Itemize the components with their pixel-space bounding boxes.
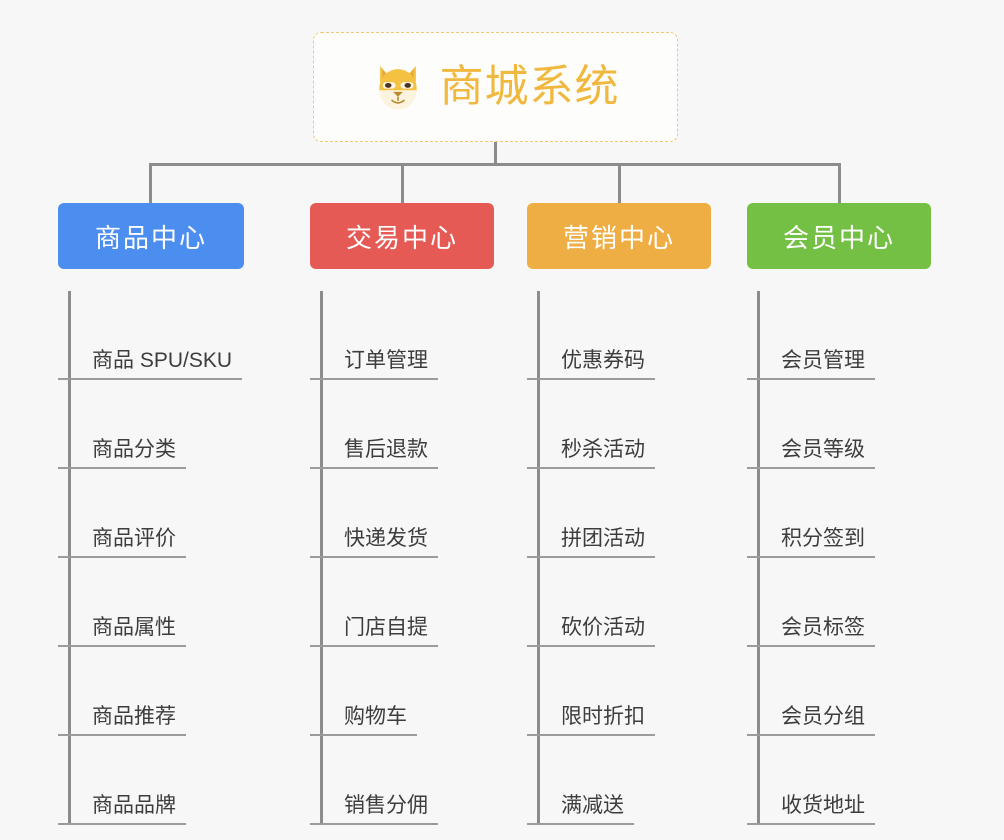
- list-item[interactable]: 购物车: [310, 647, 494, 736]
- list-item[interactable]: 订单管理: [310, 291, 494, 380]
- connector-bus: [149, 163, 841, 166]
- category-header-2[interactable]: 交易中心: [310, 203, 494, 269]
- list-item[interactable]: 门店自提: [310, 558, 494, 647]
- list-item-label: 商品评价: [58, 527, 186, 558]
- shiba-dog-icon: [372, 61, 424, 113]
- list-item-label: 秒杀活动: [527, 438, 655, 469]
- list-item[interactable]: 会员分组: [747, 647, 931, 736]
- column-spine-1: [68, 291, 71, 825]
- list-item-label: 商品推荐: [58, 705, 186, 736]
- list-item[interactable]: 商品评价: [58, 469, 244, 558]
- list-item-label: 收货地址: [747, 794, 875, 825]
- list-item[interactable]: 砍价活动: [527, 558, 711, 647]
- connector-drop-4: [838, 163, 841, 205]
- list-item-label: 商品品牌: [58, 794, 186, 825]
- list-item-label: 商品属性: [58, 616, 186, 647]
- category-header-1[interactable]: 商品中心: [58, 203, 244, 269]
- list-item[interactable]: 拼团活动: [527, 469, 711, 558]
- list-item-label: 优惠券码: [527, 349, 655, 380]
- connector-root-stem: [494, 142, 497, 166]
- list-item[interactable]: 满减送: [527, 736, 711, 825]
- list-item-label: 订单管理: [310, 349, 438, 380]
- list-item-label: 砍价活动: [527, 616, 655, 647]
- list-item[interactable]: 商品 SPU/SKU: [58, 291, 244, 380]
- category-header-3[interactable]: 营销中心: [527, 203, 711, 269]
- list-item[interactable]: 商品品牌: [58, 736, 244, 825]
- list-item[interactable]: 限时折扣: [527, 647, 711, 736]
- list-item-label: 会员等级: [747, 438, 875, 469]
- root-node[interactable]: 商城系统: [313, 32, 678, 142]
- list-item[interactable]: 会员等级: [747, 380, 931, 469]
- list-item-label: 门店自提: [310, 616, 438, 647]
- list-item[interactable]: 会员管理: [747, 291, 931, 380]
- column-spine-4: [757, 291, 760, 825]
- list-item[interactable]: 商品分类: [58, 380, 244, 469]
- list-item[interactable]: 秒杀活动: [527, 380, 711, 469]
- list-item[interactable]: 快递发货: [310, 469, 494, 558]
- list-item-label: 满减送: [527, 794, 634, 825]
- list-item-label: 快递发货: [310, 527, 438, 558]
- list-item[interactable]: 销售分佣: [310, 736, 494, 825]
- column-spine-2: [320, 291, 323, 825]
- list-item-label: 会员管理: [747, 349, 875, 380]
- connector-drop-1: [149, 163, 152, 205]
- list-item[interactable]: 优惠券码: [527, 291, 711, 380]
- list-item[interactable]: 会员标签: [747, 558, 931, 647]
- list-item-label: 商品 SPU/SKU: [58, 349, 243, 380]
- connector-drop-3: [618, 163, 621, 205]
- category-column-2: 交易中心 订单管理 售后退款 快递发货 门店自提 购物车 销售分佣: [310, 203, 494, 825]
- list-item[interactable]: 售后退款: [310, 380, 494, 469]
- category-header-4[interactable]: 会员中心: [747, 203, 931, 269]
- category-column-3: 营销中心 优惠券码 秒杀活动 拼团活动 砍价活动 限时折扣 满减送: [527, 203, 711, 825]
- category-items-2: 订单管理 售后退款 快递发货 门店自提 购物车 销售分佣: [310, 291, 494, 825]
- list-item[interactable]: 积分签到: [747, 469, 931, 558]
- list-item-label: 拼团活动: [527, 527, 655, 558]
- list-item-label: 商品分类: [58, 438, 186, 469]
- list-item-label: 会员分组: [747, 705, 875, 736]
- list-item[interactable]: 商品推荐: [58, 647, 244, 736]
- list-item-label: 会员标签: [747, 616, 875, 647]
- root-title: 商城系统: [439, 62, 620, 111]
- connector-drop-2: [401, 163, 404, 205]
- category-column-4: 会员中心 会员管理 会员等级 积分签到 会员标签 会员分组 收货地址: [747, 203, 931, 825]
- category-items-4: 会员管理 会员等级 积分签到 会员标签 会员分组 收货地址: [747, 291, 931, 825]
- list-item-label: 销售分佣: [310, 794, 438, 825]
- list-item-label: 售后退款: [310, 438, 438, 469]
- list-item[interactable]: 商品属性: [58, 558, 244, 647]
- category-column-1: 商品中心 商品 SPU/SKU 商品分类 商品评价 商品属性 商品推荐 商品品牌: [58, 203, 244, 825]
- list-item-label: 购物车: [310, 705, 417, 736]
- list-item[interactable]: 收货地址: [747, 736, 931, 825]
- list-item-label: 限时折扣: [527, 705, 655, 736]
- category-items-1: 商品 SPU/SKU 商品分类 商品评价 商品属性 商品推荐 商品品牌: [58, 291, 244, 825]
- list-item-label: 积分签到: [747, 527, 875, 558]
- column-spine-3: [537, 291, 540, 825]
- category-items-3: 优惠券码 秒杀活动 拼团活动 砍价活动 限时折扣 满减送: [527, 291, 711, 825]
